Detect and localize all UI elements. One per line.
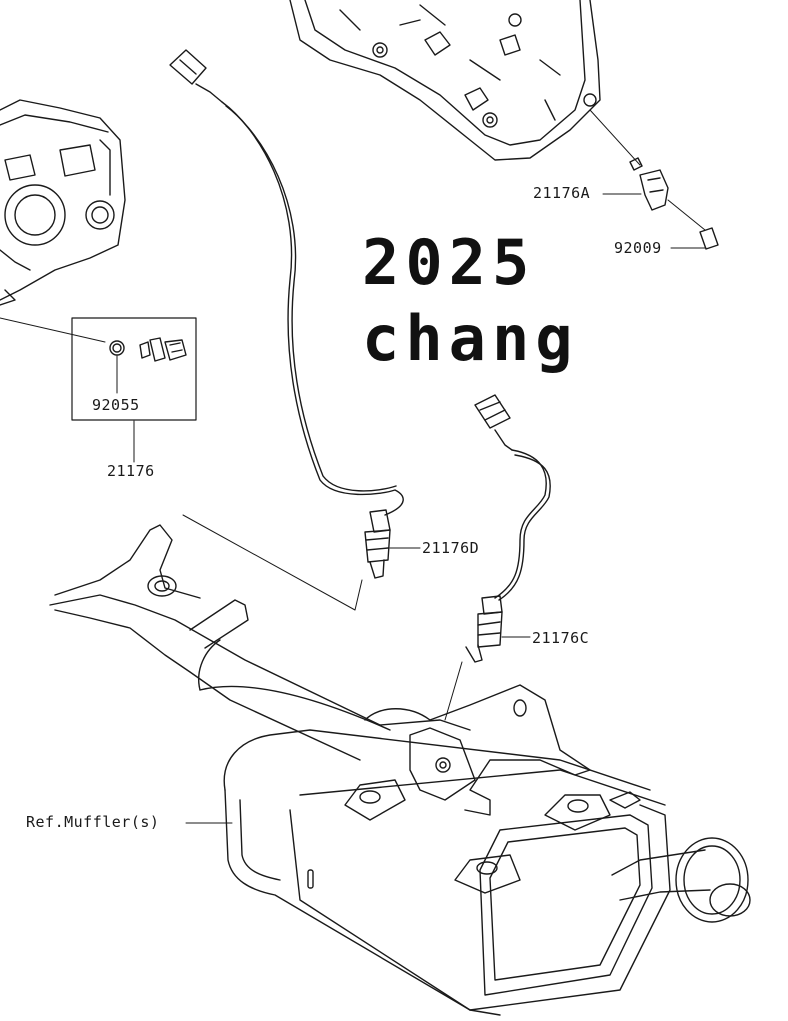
bolt-92009	[667, 199, 719, 250]
part-label-21176D: 21176D	[422, 539, 480, 557]
muffler-part	[185, 684, 751, 1016]
sensor-kit-21176	[71, 317, 197, 463]
part-label-21176C: 21176C	[532, 629, 590, 647]
engine-cover-part	[289, 0, 601, 161]
watermark-year: 2025	[362, 226, 536, 299]
exhaust-header-pipe	[49, 514, 471, 761]
cylinder-head-part	[0, 99, 126, 343]
part-label-muffler: Ref.Muffler(s)	[26, 813, 160, 831]
oxygen-sensor-21176C	[444, 394, 551, 721]
sensor-21176A	[589, 109, 669, 211]
part-label-92009: 92009	[614, 239, 662, 257]
part-label-21176: 21176	[107, 462, 155, 480]
part-label-21176A: 21176A	[533, 184, 591, 202]
watermark-name: chang	[362, 302, 579, 375]
part-label-92055: 92055	[92, 396, 140, 414]
oxygen-sensor-21176D	[169, 49, 421, 579]
